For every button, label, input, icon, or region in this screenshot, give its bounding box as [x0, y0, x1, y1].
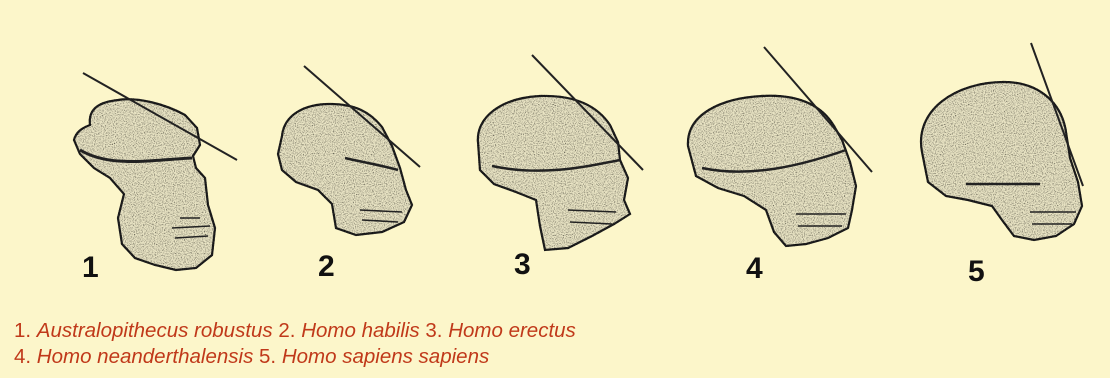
skull-1-shape [74, 99, 215, 270]
caption-line-1: 1. Australopithecus robustus 2. Homo hab… [14, 318, 1094, 344]
skull-5: 5 [921, 43, 1083, 288]
caption-number-4: 4. [14, 345, 37, 368]
skull-number-5: 5 [968, 255, 985, 288]
caption-line-2: 4. Homo neanderthalensis 5. Homo sapiens… [14, 344, 1094, 370]
caption-species-5: Homo sapiens sapiens [282, 345, 489, 368]
skull-4: 4 [688, 47, 872, 285]
skull-number-2: 2 [318, 250, 335, 283]
caption-number-1: 1. [14, 319, 37, 342]
caption-species-4: Homo neanderthalensis [37, 345, 254, 368]
skull-3: 3 [478, 55, 643, 281]
caption-number-3: 3. [420, 319, 449, 342]
caption-species-3: Homo erectus [448, 319, 576, 342]
skull-1: 1 [74, 73, 237, 284]
skull-illustrations: 1 2 3 4 [0, 0, 1110, 310]
skull-3-shape [478, 96, 630, 250]
skull-number-3: 3 [514, 248, 531, 281]
caption-species-2: Homo habilis [301, 319, 420, 342]
caption-number-2: 2. [273, 319, 302, 342]
skull-2: 2 [278, 66, 420, 283]
caption-number-5: 5. [253, 345, 282, 368]
skull-number-4: 4 [746, 252, 763, 285]
skull-5-shape [921, 82, 1082, 240]
skull-number-1: 1 [82, 251, 99, 284]
caption-species-1: Australopithecus robustus [37, 319, 273, 342]
figure-caption: 1. Australopithecus robustus 2. Homo hab… [14, 318, 1094, 370]
